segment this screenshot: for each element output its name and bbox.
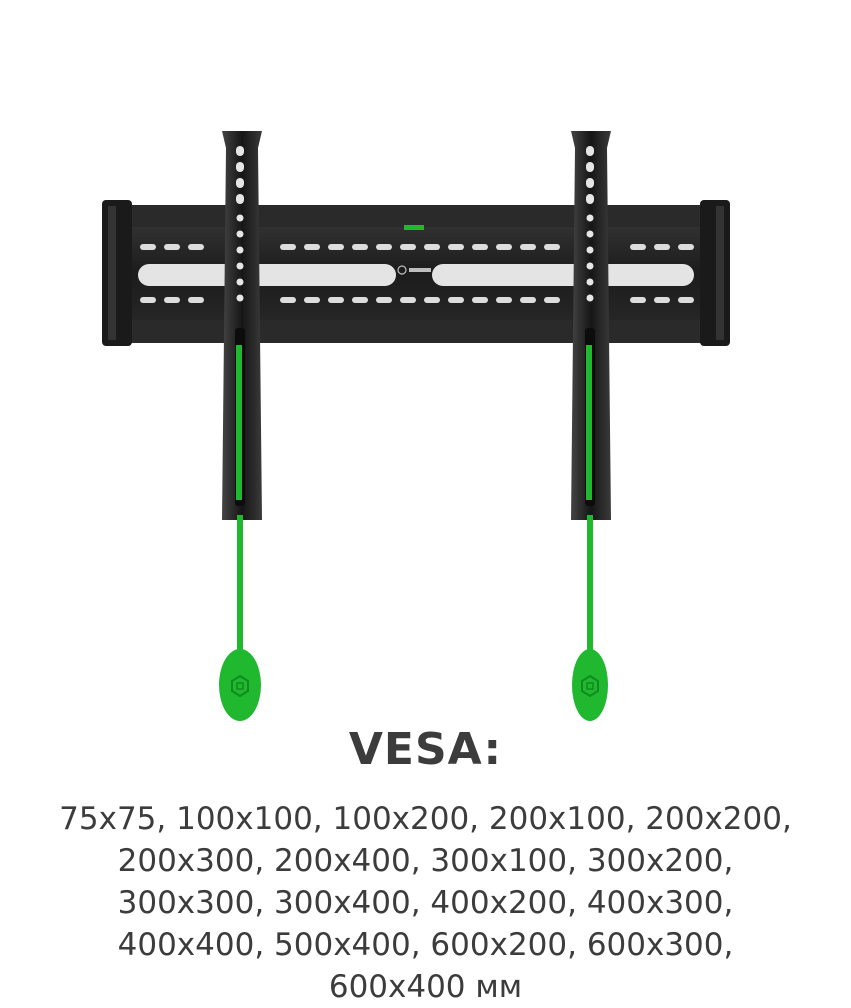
vesa-title: VESA: (348, 724, 503, 775)
vesa-sizes-line: 400x400, 500x400, 600x200, 600x300, (117, 927, 734, 963)
tv-wall-mount-image (102, 131, 730, 721)
onkron-hex-icon (581, 674, 599, 698)
onkron-hex-icon (231, 674, 249, 698)
right-release-lanyard (572, 515, 608, 721)
vesa-sizes-line: 75x75, 100x100, 100x200, 200x100, 200x20… (59, 801, 792, 837)
left-release-lanyard (219, 515, 261, 721)
vesa-sizes-line: 200x300, 200x400, 300x100, 300x200, (117, 843, 734, 879)
left-bracket-arm (222, 131, 262, 520)
right-end-cap (700, 200, 730, 346)
vesa-sizes-list: 75x75, 100x100, 100x200, 200x100, 200x20… (0, 798, 851, 1008)
vesa-sizes-line: 300x300, 300x400, 400x200, 400x300, (117, 885, 734, 921)
left-end-cap (102, 200, 132, 346)
wall-plate (128, 205, 720, 343)
onkron-logo (397, 265, 431, 275)
vesa-sizes-line: 600x400 мм (328, 969, 523, 1005)
right-bracket-arm (571, 131, 611, 520)
